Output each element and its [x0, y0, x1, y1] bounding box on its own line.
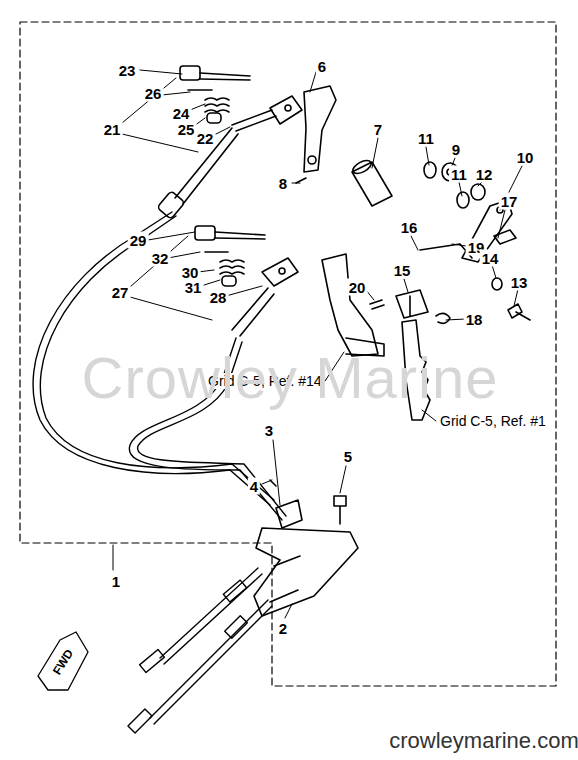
- grid-reference: Grid C-5, Ref. #1: [438, 413, 548, 429]
- callout-number: 11: [449, 166, 469, 183]
- callout-number: 15: [392, 262, 413, 279]
- callout-number: 20: [347, 279, 368, 296]
- callout-number: 10: [515, 149, 536, 166]
- callout-number: 14: [480, 250, 501, 267]
- watermark: Crowley Marine: [80, 348, 501, 408]
- callout-number: 25: [176, 121, 197, 138]
- callout-number: 8: [277, 175, 289, 192]
- callout-number: 21: [102, 121, 123, 138]
- callout-number: 5: [342, 448, 354, 465]
- callout-number: 17: [499, 193, 520, 210]
- page-url: crowleymarine.com: [387, 729, 578, 753]
- callout-number: 2: [277, 620, 289, 637]
- direction-mark: FWD: [49, 645, 77, 679]
- callout-number: 12: [474, 166, 495, 183]
- callout-number: 9: [450, 141, 462, 158]
- callout-number: 29: [128, 232, 149, 249]
- callout-number: 26: [143, 85, 164, 102]
- callout-number: 11: [416, 130, 436, 147]
- callout-number: 22: [195, 130, 216, 147]
- callout-number: 28: [208, 289, 229, 306]
- callout-number: 3: [263, 422, 275, 439]
- callout-number: 18: [464, 311, 485, 328]
- callout-number: 1: [110, 573, 122, 590]
- callout-number: 13: [509, 274, 530, 291]
- callout-number: 16: [399, 219, 420, 236]
- callout-number: 24: [171, 105, 192, 122]
- callout-number: 32: [150, 250, 171, 267]
- callout-number: 27: [110, 284, 131, 301]
- callout-number: 6: [316, 58, 328, 75]
- callout-number: 31: [183, 279, 204, 296]
- callout-number: 7: [372, 121, 384, 138]
- callout-number: 4: [248, 478, 260, 495]
- callout-number: 23: [117, 62, 138, 79]
